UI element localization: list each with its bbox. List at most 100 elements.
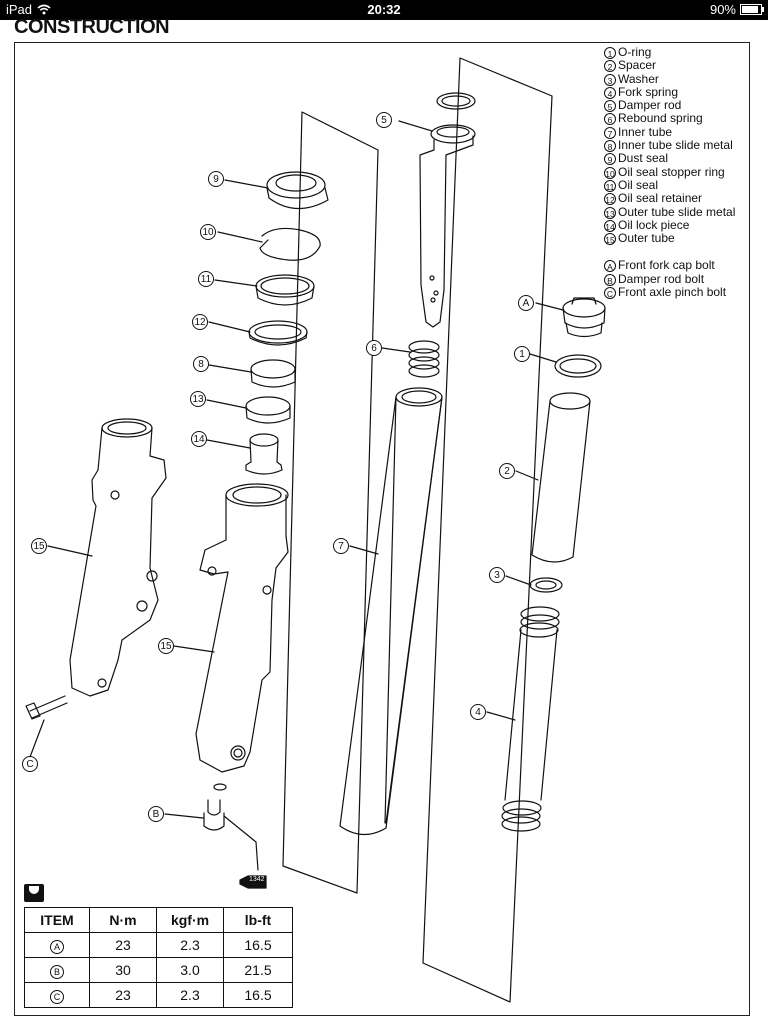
callout-5: 5 xyxy=(376,112,392,128)
battery-icon xyxy=(740,4,764,15)
legend-mark: 6 xyxy=(604,113,616,126)
legend-mark: 11 xyxy=(604,179,616,192)
legend-mark: B xyxy=(604,273,616,286)
legend-mark: 10 xyxy=(604,166,616,179)
inner-tube-panel xyxy=(282,111,379,894)
legend-label: Inner tube slide metal xyxy=(618,138,733,153)
callout-9: 9 xyxy=(208,171,224,187)
legend-mark: 8 xyxy=(604,140,616,153)
header-lbft: lb-ft xyxy=(223,907,293,933)
callout-A: A xyxy=(518,295,534,311)
legend-mark: 14 xyxy=(604,219,616,232)
legend-label: Fork spring xyxy=(618,84,679,99)
header-kgfm: kgf·m xyxy=(156,907,224,933)
cell-nm: 30 xyxy=(89,957,157,983)
legend-mark: 7 xyxy=(604,126,616,139)
callout-13: 13 xyxy=(190,391,206,407)
legend-label: Inner tube xyxy=(618,124,673,139)
device-name: iPad xyxy=(6,2,33,17)
legend-mark: 13 xyxy=(604,206,616,219)
legend-mark: 3 xyxy=(604,73,616,86)
callout-3: 3 xyxy=(489,567,505,583)
legend-label: O-ring xyxy=(618,45,652,59)
legend-label: Rebound spring xyxy=(618,111,703,126)
cell-lbft: 16.5 xyxy=(223,932,293,958)
page-title: CONSTRUCTION xyxy=(14,16,170,38)
legend-mark: C xyxy=(604,287,616,300)
cell-kgfm: 3.0 xyxy=(156,957,224,983)
item-mark: B xyxy=(50,964,64,979)
item-mark: A xyxy=(50,939,64,954)
legend-mark: 5 xyxy=(604,100,616,113)
table-row: B 30 3.0 21.5 xyxy=(24,957,293,983)
battery-percent: 90% xyxy=(709,2,736,17)
legend-label: Outer tube slide metal xyxy=(618,204,736,219)
status-right: 90% xyxy=(709,2,764,17)
table-row: A 23 2.3 16.5 xyxy=(24,932,293,958)
callout-14: 14 xyxy=(191,431,207,447)
callout-8: 8 xyxy=(193,356,209,372)
legend-mark: 15 xyxy=(604,233,616,246)
legend-mark: 9 xyxy=(604,153,616,166)
legend-label: Oil seal stopper ring xyxy=(618,164,725,179)
cell-nm: 23 xyxy=(89,982,157,1008)
legend-label: Dust seal xyxy=(618,151,669,166)
legend-label: Front fork cap bolt xyxy=(618,258,715,273)
status-bar: iPad 20:32 90% xyxy=(0,0,768,20)
table-row: C 23 2.3 16.5 xyxy=(24,982,293,1008)
callout-7: 7 xyxy=(333,538,349,554)
legend-label: Front axle pinch bolt xyxy=(618,285,727,300)
callout-4: 4 xyxy=(470,704,486,720)
callout-B: B xyxy=(148,806,164,822)
callout-12: 12 xyxy=(192,314,208,330)
callout-10: 10 xyxy=(200,224,216,240)
legend-label: Washer xyxy=(618,71,659,86)
callout-15-left: 15 xyxy=(31,538,47,554)
legend-label: Oil seal retainer xyxy=(618,191,703,206)
legend-gap xyxy=(604,245,735,259)
callout-1: 1 xyxy=(514,346,530,362)
cell-nm: 23 xyxy=(89,932,157,958)
legend-mark: 2 xyxy=(604,60,616,73)
callout-C: C xyxy=(22,756,38,772)
torque-wrench-icon xyxy=(24,884,44,902)
callout-6: 6 xyxy=(366,340,382,356)
item-mark: C xyxy=(50,989,64,1004)
legend-label: Damper rod bolt xyxy=(618,271,705,286)
legend-label: Oil seal xyxy=(618,177,659,192)
cell-kgfm: 2.3 xyxy=(156,932,224,958)
callout-15-right: 15 xyxy=(158,638,174,654)
legend-label: Oil lock piece xyxy=(618,217,690,232)
torque-table-header: ITEM N·m kgf·m lb-ft xyxy=(24,907,293,933)
torque-table: ITEM N·m kgf·m lb-ft A 23 2.3 16.5 B 30 … xyxy=(24,907,293,1008)
callout-2: 2 xyxy=(499,463,515,479)
legend-mark: 4 xyxy=(604,86,616,99)
legend-mark: A xyxy=(604,260,616,273)
diagram-frame xyxy=(14,42,750,1016)
outer-spring-panel xyxy=(422,57,553,1003)
thread-lock-label: 1342 xyxy=(249,876,265,883)
callout-11: 11 xyxy=(198,271,214,287)
wifi-icon xyxy=(37,4,51,15)
legend-label: Damper rod xyxy=(618,98,682,113)
legend-mark: 1 xyxy=(604,47,616,59)
legend-label: Spacer xyxy=(618,58,657,73)
cell-lbft: 16.5 xyxy=(223,982,293,1008)
